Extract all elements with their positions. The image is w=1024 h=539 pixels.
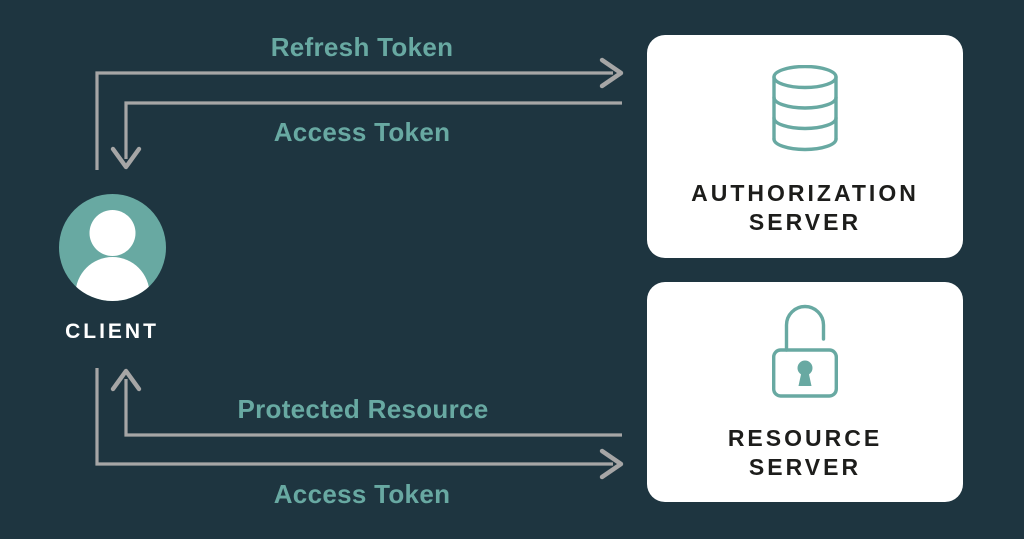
access-token-bottom-arrow bbox=[95, 368, 624, 480]
authorization-server-title-line2: SERVER bbox=[748, 209, 862, 235]
access-token-top-arrow bbox=[110, 101, 622, 170]
resource-server-title-line1: RESOURCE bbox=[727, 425, 883, 451]
resource-server-title-line2: SERVER bbox=[748, 454, 862, 480]
protected-resource-arrow bbox=[110, 368, 622, 437]
authorization-server-title-line1: AUTHORIZATION bbox=[691, 180, 919, 206]
client-label: CLIENT bbox=[65, 320, 159, 343]
access-token-bottom-label: Access Token bbox=[273, 479, 451, 509]
resource-server-card: RESOURCE SERVER bbox=[647, 282, 963, 502]
access-token-top-label: Access Token bbox=[273, 117, 451, 147]
authorization-server-title: AUTHORIZATION SERVER bbox=[691, 179, 919, 237]
refresh-token-label: Refresh Token bbox=[270, 32, 454, 62]
person-icon bbox=[58, 194, 166, 301]
resource-server-title: RESOURCE SERVER bbox=[728, 424, 882, 482]
protected-resource-label: Protected Resource bbox=[237, 394, 489, 424]
lock-icon bbox=[772, 304, 838, 398]
client-node: CLIENT bbox=[32, 194, 192, 344]
database-icon bbox=[772, 65, 838, 152]
authorization-server-card: AUTHORIZATION SERVER bbox=[647, 35, 963, 258]
refresh-token-arrow bbox=[95, 57, 624, 170]
